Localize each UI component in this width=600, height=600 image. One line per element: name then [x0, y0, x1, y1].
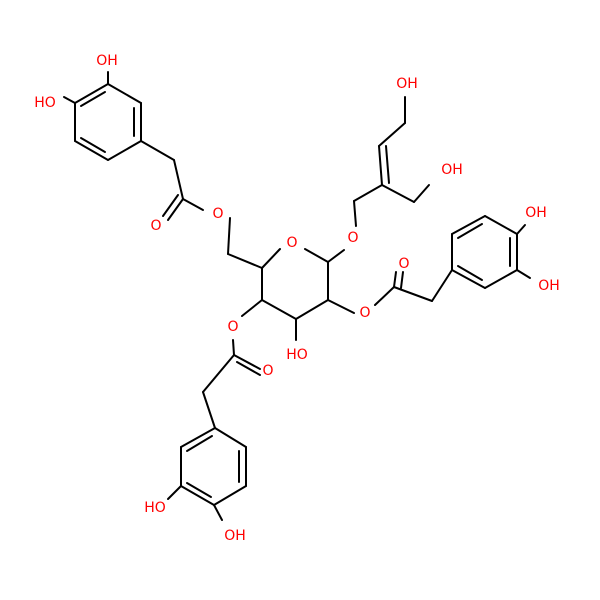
bond	[213, 504, 223, 521]
bond	[261, 299, 297, 320]
bond	[107, 140, 142, 161]
carbonyl-oxygen-label: O	[150, 218, 161, 234]
bond	[353, 200, 357, 227]
bond	[304, 248, 329, 263]
bond	[516, 269, 531, 279]
hydroxyl-label: HO	[144, 500, 166, 516]
bond	[484, 269, 518, 289]
ring-oxygen-label: O	[286, 235, 297, 251]
bond	[327, 299, 355, 314]
bond	[413, 184, 430, 203]
bond	[202, 354, 235, 393]
hydroxyl-label: OH	[525, 205, 547, 221]
hydroxyl-label: OH	[96, 53, 118, 69]
bond	[63, 96, 76, 104]
bond	[227, 253, 263, 269]
bond	[202, 391, 216, 429]
bond	[74, 83, 109, 104]
bond	[80, 91, 106, 107]
bond	[236, 361, 261, 376]
bond	[180, 427, 216, 448]
bond	[393, 271, 397, 288]
bond	[241, 299, 263, 317]
bond	[107, 83, 142, 104]
ether-oxygen-label: O	[347, 230, 358, 246]
bond	[378, 145, 383, 186]
bond	[180, 485, 215, 506]
bond	[451, 269, 486, 289]
hydroxyl-label: HO	[34, 95, 56, 111]
bond	[353, 184, 383, 202]
bond	[227, 217, 231, 255]
bond	[167, 485, 182, 500]
bond	[213, 485, 247, 506]
ester-oxygen-label: O	[359, 305, 370, 321]
bond	[327, 249, 345, 263]
bond	[516, 224, 526, 235]
bond	[295, 299, 329, 320]
bond	[381, 184, 415, 203]
bond	[232, 339, 235, 356]
hydroxyl-label: OH	[441, 162, 463, 178]
ester-oxygen-label: O	[212, 206, 223, 222]
hydroxyl-label: OH	[224, 528, 246, 544]
carbonyl-oxygen-label: O	[398, 256, 409, 272]
bond	[233, 354, 261, 370]
bond	[214, 427, 247, 448]
bond	[167, 198, 184, 221]
bond	[261, 248, 281, 269]
bond	[451, 215, 486, 235]
bond	[400, 271, 404, 289]
ester-oxygen-label: O	[227, 319, 238, 335]
bond	[457, 223, 483, 239]
carbonyl-oxygen-label: O	[262, 363, 273, 379]
bond	[393, 286, 433, 302]
bond	[374, 286, 395, 306]
atom-labels-layer: OH HO O O O O HO OH O O OH OH O O OH HO …	[34, 53, 560, 544]
bond	[173, 159, 184, 200]
bond	[186, 435, 213, 452]
bond	[385, 145, 390, 184]
bond	[182, 198, 204, 211]
hydroxyl-label: OH	[396, 76, 418, 92]
hydroxyl-label: HO	[286, 347, 308, 363]
bond	[431, 269, 453, 302]
bond	[186, 482, 212, 498]
bond	[74, 140, 109, 161]
hydroxyl-label: OH	[538, 278, 560, 294]
bond	[162, 194, 179, 217]
bond	[80, 137, 106, 153]
bond	[484, 215, 518, 235]
bond	[457, 265, 483, 281]
bonds-layer	[63, 71, 531, 521]
bond	[140, 140, 175, 161]
bond	[378, 122, 406, 147]
